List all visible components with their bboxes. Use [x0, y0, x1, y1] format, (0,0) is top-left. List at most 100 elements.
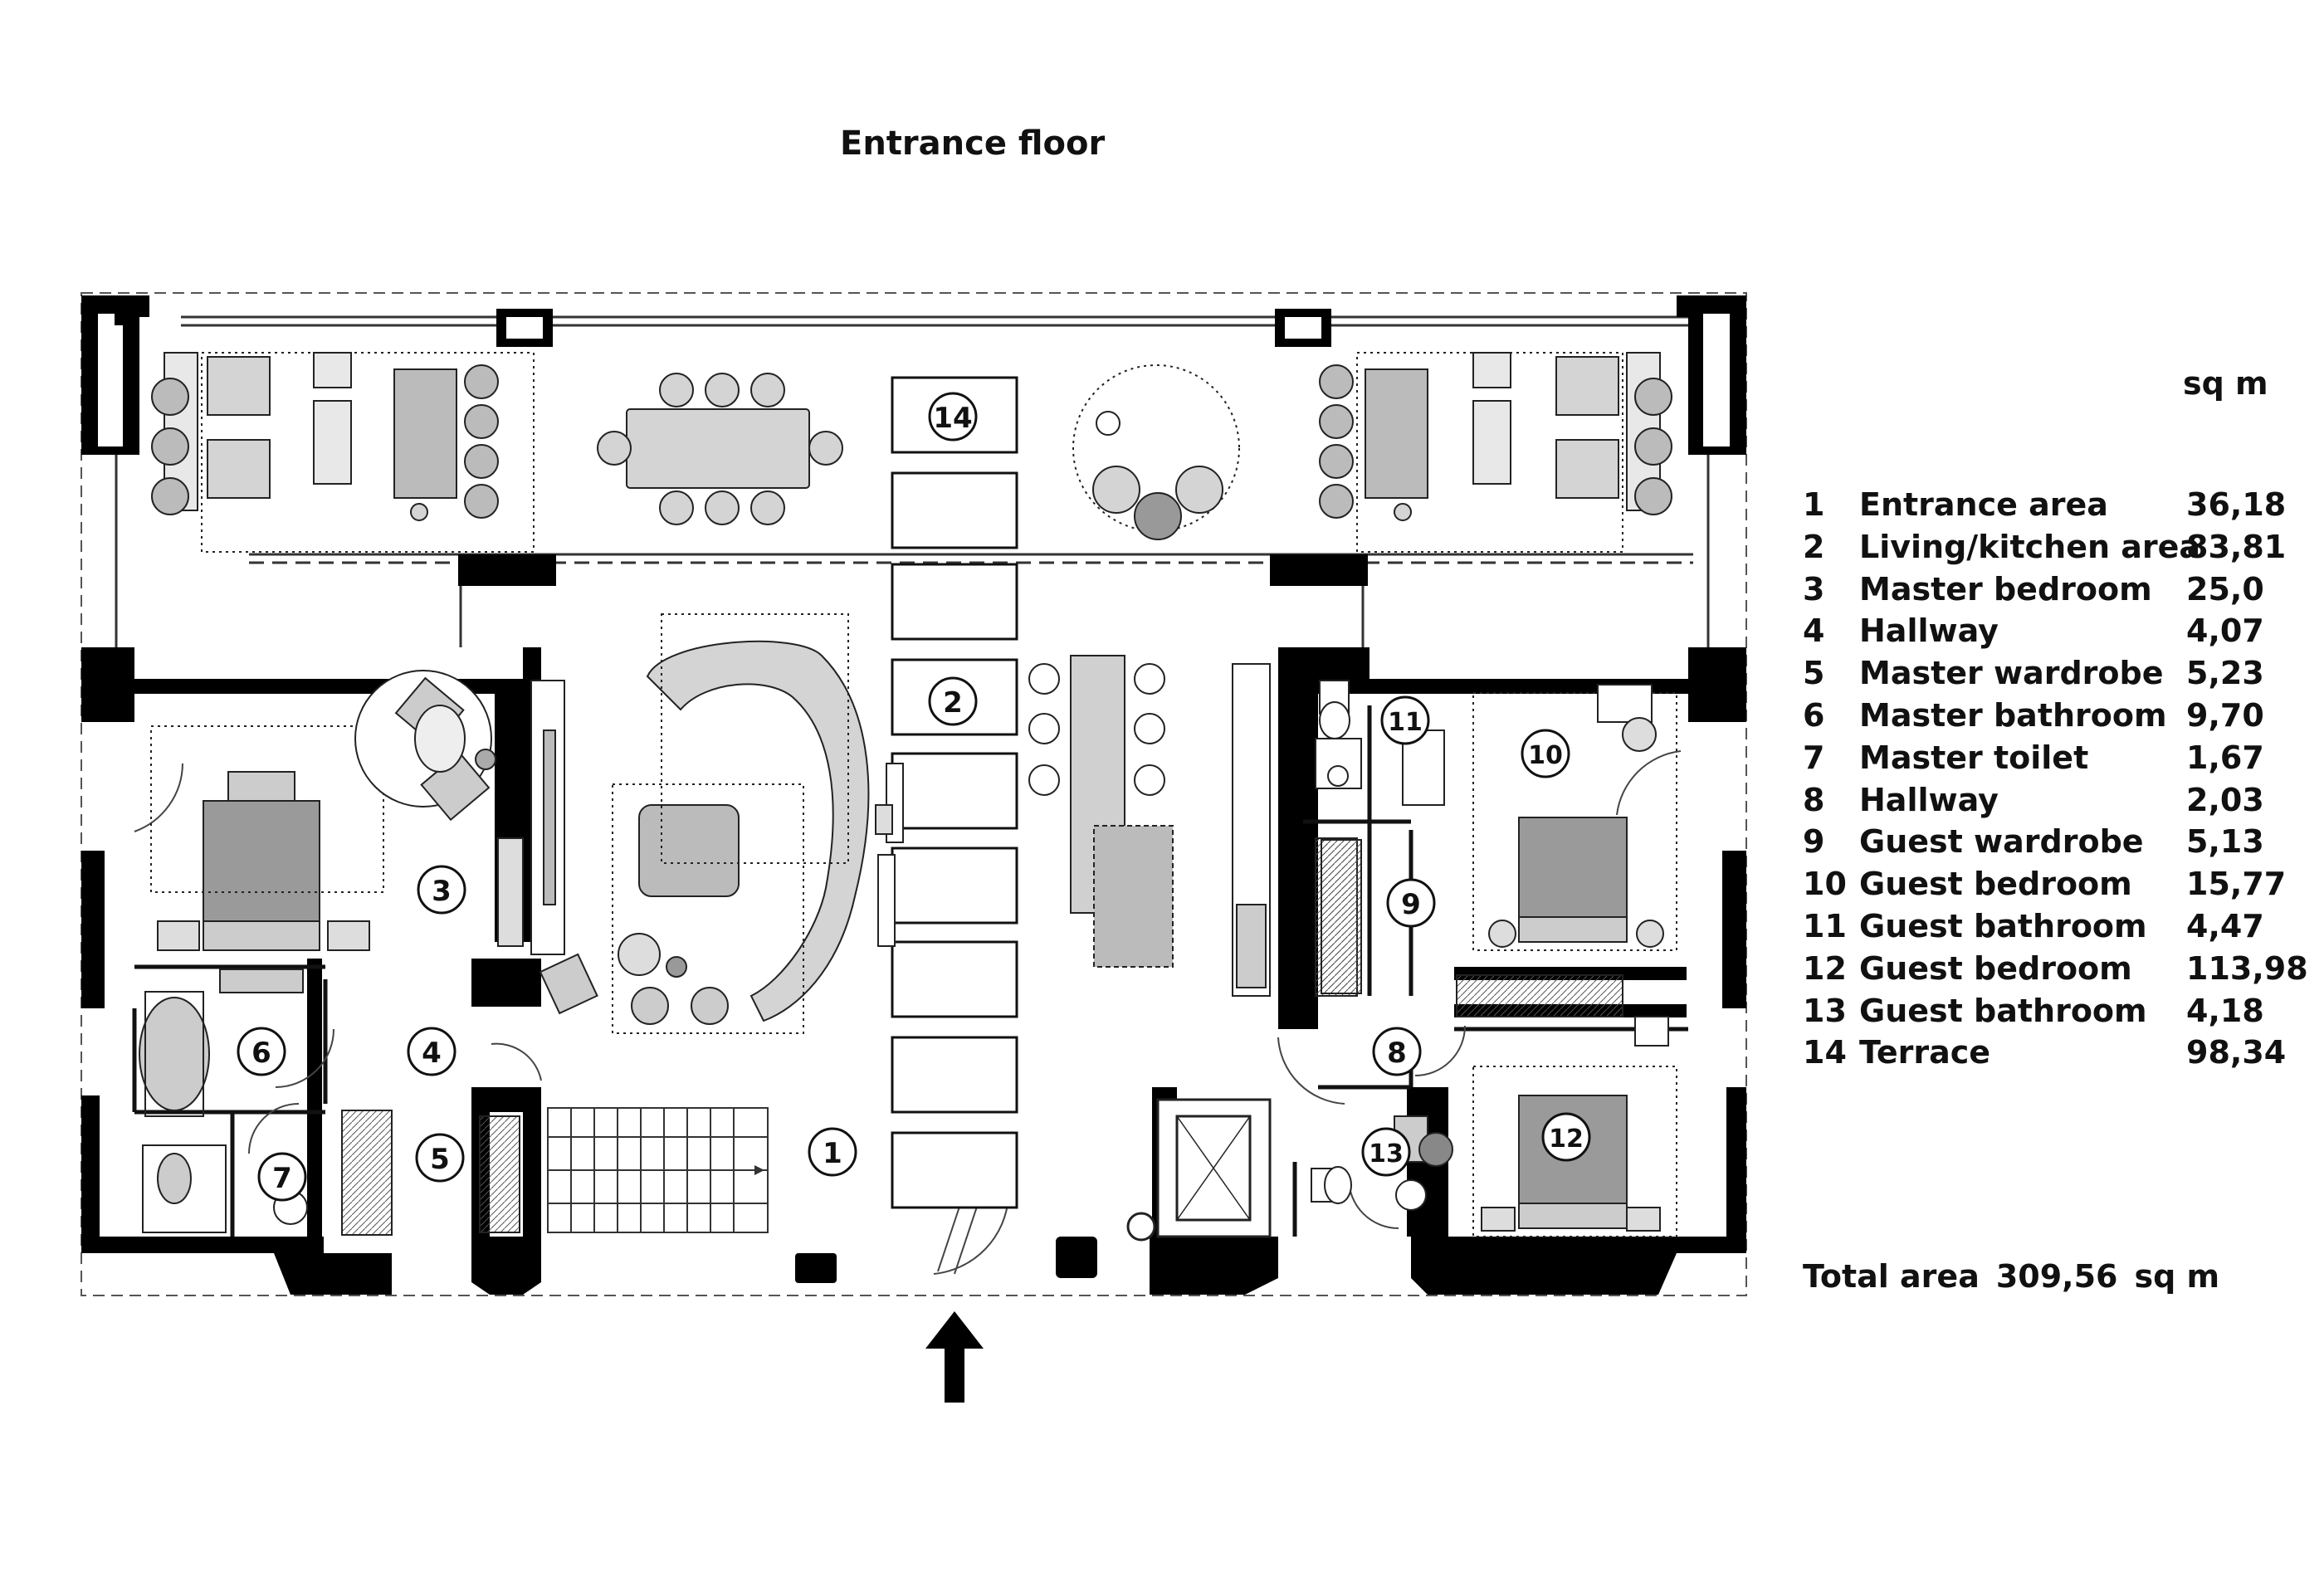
room-number: 10 [1803, 866, 1847, 903]
room-name: Guest bathroom [1859, 992, 2147, 1029]
room-name: Living/kitchen area [1859, 528, 2201, 565]
svg-text:7: 7 [272, 1162, 292, 1195]
room-marker-12: 12 [1541, 1112, 1591, 1162]
room-name: Guest bedroom [1859, 949, 2132, 987]
room-area: 4,18 [2186, 992, 2264, 1029]
room-number: 12 [1803, 949, 1847, 987]
legend-row: 6 Master bathroom 9,70 [1803, 697, 2284, 739]
svg-text:14: 14 [933, 402, 972, 435]
room-area: 1,67 [2186, 739, 2264, 776]
room-number: 7 [1803, 739, 1825, 776]
room-name: Hallway [1859, 781, 1999, 818]
room-area: 36,18 [2186, 486, 2287, 523]
room-marker-10: 10 [1521, 729, 1570, 778]
room-name: Hallway [1859, 612, 1999, 650]
total-unit: sq m [2134, 1258, 2220, 1295]
room-number: 9 [1803, 823, 1825, 861]
room-area: 5,23 [2186, 655, 2264, 692]
room-number: 8 [1803, 781, 1825, 818]
legend-row: 9 Guest wardrobe 5,13 [1803, 823, 2284, 866]
wardrobes [341, 839, 1362, 1236]
room-area: 9,70 [2186, 696, 2264, 734]
room-area: 83,81 [2186, 528, 2287, 565]
room-name: Master bathroom [1859, 696, 2167, 734]
room-area: 25,0 [2186, 570, 2264, 607]
room-marker-14: 14 [928, 392, 978, 442]
svg-text:12: 12 [1549, 1125, 1584, 1154]
svg-text:6: 6 [251, 1037, 271, 1070]
room-area: 113,98 [2186, 949, 2308, 987]
svg-text:4: 4 [422, 1037, 442, 1070]
room-marker-3: 3 [417, 865, 466, 915]
svg-text:5: 5 [430, 1143, 450, 1176]
room-number: 5 [1803, 655, 1825, 692]
room-markers: 14 2 3 6 4 7 5 1 11 10 9 8 13 12 [237, 392, 1591, 1202]
svg-text:1: 1 [823, 1137, 842, 1170]
legend-row: 13 Guest bathroom 4,18 [1803, 993, 2284, 1035]
interior-partitions [132, 705, 1688, 1237]
room-number: 3 [1803, 570, 1825, 607]
room-area: 4,07 [2186, 612, 2264, 650]
total-area: Total area 309,56 sq m [1803, 1258, 2236, 1295]
room-number: 11 [1803, 907, 1847, 944]
legend-row: 10 Guest bedroom 15,77 [1803, 866, 2287, 908]
svg-text:11: 11 [1388, 708, 1423, 737]
legend-row: 11 Guest bathroom 4,47 [1803, 908, 2284, 950]
total-label: Total area [1803, 1258, 1980, 1295]
room-marker-5: 5 [415, 1133, 465, 1183]
terrace-paving [891, 376, 1018, 1209]
legend-row: 4 Hallway 4,07 [1803, 612, 2284, 655]
room-area: 15,77 [2186, 866, 2287, 903]
living-room-furniture [539, 613, 904, 1034]
room-marker-2: 2 [928, 676, 978, 726]
room-marker-4: 4 [407, 1027, 456, 1076]
room-area: 4,47 [2186, 907, 2264, 944]
svg-text:9: 9 [1401, 888, 1421, 921]
total-value: 309,56 [1995, 1258, 2118, 1295]
unit-label: sq m [2183, 365, 2268, 402]
lift-equipment [1126, 1098, 1272, 1242]
room-name: Guest bathroom [1859, 907, 2147, 944]
legend-row: 3 Master bedroom 25,0 [1803, 571, 2284, 613]
master-bedroom-furniture [150, 670, 565, 993]
room-number: 4 [1803, 612, 1825, 650]
room-number: 6 [1803, 696, 1825, 734]
plan-title: Entrance floor [840, 124, 1106, 163]
room-area: 2,03 [2186, 781, 2264, 818]
kitchen-furniture [1028, 655, 1271, 997]
legend-row: 1 Entrance area 36,18 [1803, 486, 2287, 529]
room-number: 13 [1803, 992, 1847, 1029]
room-marker-9: 9 [1386, 878, 1436, 928]
room-name: Master toilet [1859, 739, 2089, 776]
room-marker-11: 11 [1380, 695, 1430, 745]
room-name: Guest bedroom [1859, 866, 2132, 903]
svg-text:13: 13 [1369, 1139, 1404, 1169]
room-name: Entrance area [1859, 486, 2108, 523]
room-name: Terrace [1859, 1034, 1991, 1071]
svg-text:2: 2 [943, 686, 963, 720]
legend-row: 7 Master toilet 1,67 [1803, 739, 2284, 782]
room-area: 98,34 [2186, 1034, 2287, 1071]
entrance-stairs [547, 1107, 769, 1233]
potted-plants [151, 364, 1672, 519]
room-area: 5,13 [2186, 823, 2264, 861]
room-name: Master wardrobe [1859, 655, 2164, 692]
room-marker-1: 1 [808, 1127, 857, 1177]
entrance-arrow-icon [925, 1311, 984, 1403]
legend-row: 12 Guest bedroom 113,98 [1803, 949, 2308, 993]
room-name: Guest wardrobe [1859, 823, 2144, 861]
room-name: Master bedroom [1859, 570, 2152, 607]
room-marker-8: 8 [1372, 1027, 1422, 1076]
svg-text:10: 10 [1528, 741, 1563, 770]
legend-row: 8 Hallway 2,03 [1803, 782, 2284, 824]
legend-row: 5 Master wardrobe 5,23 [1803, 655, 2284, 697]
room-number: 1 [1803, 486, 1825, 523]
legend-row: 14 Terrace 98,34 [1803, 1034, 2287, 1076]
room-marker-13: 13 [1361, 1127, 1411, 1177]
room-number: 14 [1803, 1034, 1847, 1071]
svg-text:3: 3 [432, 875, 452, 908]
